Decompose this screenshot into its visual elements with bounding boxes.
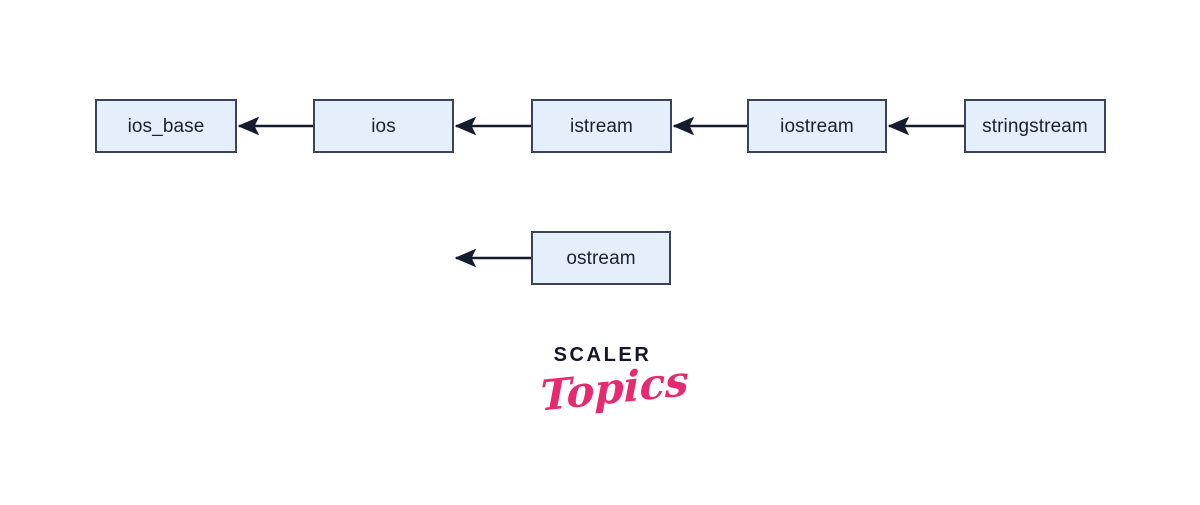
node-label: iostream [780,115,854,137]
node-ios[interactable]: ios [313,99,454,153]
node-iostream[interactable]: iostream [747,99,887,153]
node-istream[interactable]: istream [531,99,672,153]
node-label: istream [570,115,633,137]
node-label: ios [371,115,396,137]
logo-wordmark-topics: Topics [540,355,689,421]
node-ostream[interactable]: ostream [531,231,671,285]
logo-wordmark-scaler: SCALER [553,344,652,366]
node-label: ostream [566,247,636,269]
edges-group [237,116,964,268]
scaler-topics-logo: SCALER Topics [540,344,689,440]
node-label: stringstream [982,115,1088,137]
node-stringstream[interactable]: stringstream [964,99,1106,153]
node-ios-base[interactable]: ios_base [95,99,237,153]
node-label: ios_base [127,115,205,137]
